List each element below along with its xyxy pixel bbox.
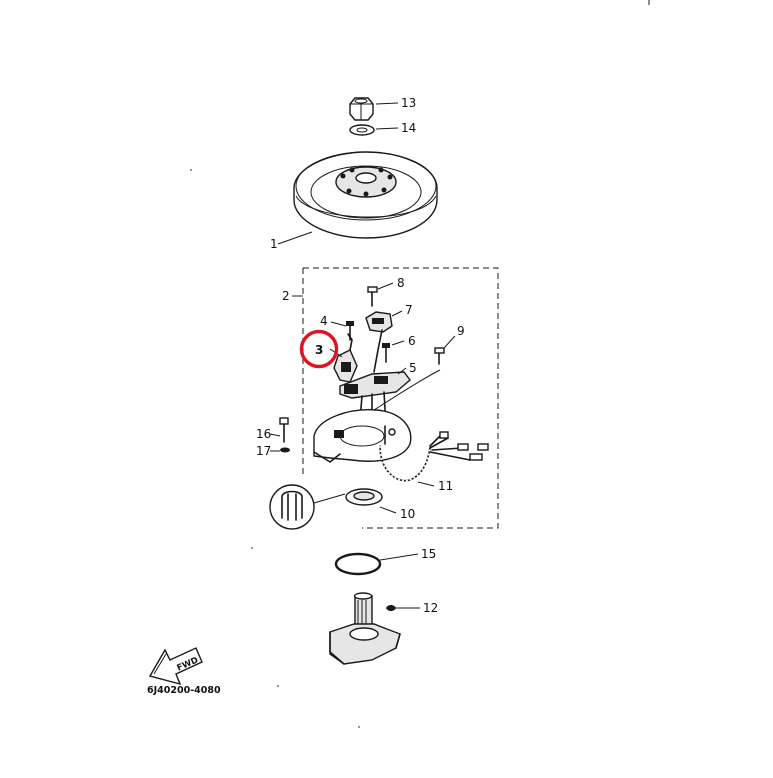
part-11-wire-harness[interactable] bbox=[379, 431, 489, 482]
leader-7 bbox=[391, 310, 403, 317]
part-10-collar[interactable] bbox=[345, 488, 383, 506]
part-1-flywheel[interactable] bbox=[293, 151, 438, 239]
fwd-arrow-icon: FWD bbox=[148, 647, 203, 686]
leader-15 bbox=[379, 553, 419, 561]
base-plate bbox=[313, 409, 412, 463]
callout-15: 15 bbox=[421, 547, 436, 561]
part-rotor-shaft bbox=[329, 592, 401, 665]
part-14-washer[interactable] bbox=[349, 124, 375, 136]
callout-12: 12 bbox=[423, 601, 438, 615]
callout-4: 4 bbox=[320, 314, 328, 328]
part-7-pulser-coil[interactable] bbox=[365, 311, 393, 373]
part-13-nut[interactable] bbox=[349, 97, 374, 121]
leader-14 bbox=[375, 127, 399, 130]
leader-4 bbox=[330, 321, 347, 327]
callout-14: 14 bbox=[401, 121, 416, 135]
part-3-charge-coil[interactable] bbox=[333, 333, 358, 383]
callout-6: 6 bbox=[408, 334, 416, 348]
callout-11: 11 bbox=[438, 479, 453, 493]
highlight-circle bbox=[299, 329, 339, 369]
leader-16 bbox=[269, 433, 281, 437]
part-6-screw[interactable] bbox=[382, 343, 390, 363]
callout-13: 13 bbox=[401, 96, 416, 110]
part-8-screw[interactable] bbox=[367, 286, 378, 307]
speck bbox=[277, 685, 279, 687]
part-12-key[interactable] bbox=[386, 605, 396, 611]
callout-8: 8 bbox=[397, 276, 405, 290]
callout-3: 3 bbox=[315, 343, 323, 357]
callout-17: 17 bbox=[256, 444, 271, 458]
speck bbox=[358, 726, 360, 728]
callout-2: 2 bbox=[282, 289, 290, 303]
part-17-washer[interactable] bbox=[280, 447, 290, 453]
leader-13 bbox=[375, 102, 399, 105]
leader-1 bbox=[277, 231, 313, 245]
part-number: 6J40200-4080 bbox=[147, 685, 221, 696]
assembly-2-boundary bbox=[302, 267, 499, 529]
callout-1: 1 bbox=[270, 237, 278, 251]
leader-8 bbox=[377, 282, 394, 290]
leader-10 bbox=[379, 506, 397, 514]
part-15-o-ring[interactable] bbox=[334, 552, 382, 576]
detail-clip-view bbox=[269, 484, 315, 530]
leader-11 bbox=[417, 481, 435, 487]
part-9-screw[interactable] bbox=[434, 347, 445, 365]
leader-6 bbox=[391, 340, 405, 346]
callout-16: 16 bbox=[256, 427, 271, 441]
callout-9: 9 bbox=[457, 324, 465, 338]
leader-detail bbox=[313, 493, 346, 504]
callout-5: 5 bbox=[409, 361, 417, 375]
speck bbox=[190, 169, 192, 171]
leader-5 bbox=[397, 367, 407, 375]
leader-wire bbox=[373, 369, 441, 411]
callout-10: 10 bbox=[400, 507, 415, 521]
part-16-bolt[interactable] bbox=[279, 417, 289, 443]
leader-9 bbox=[443, 335, 456, 349]
speck bbox=[251, 547, 253, 549]
callout-7: 7 bbox=[405, 303, 413, 317]
